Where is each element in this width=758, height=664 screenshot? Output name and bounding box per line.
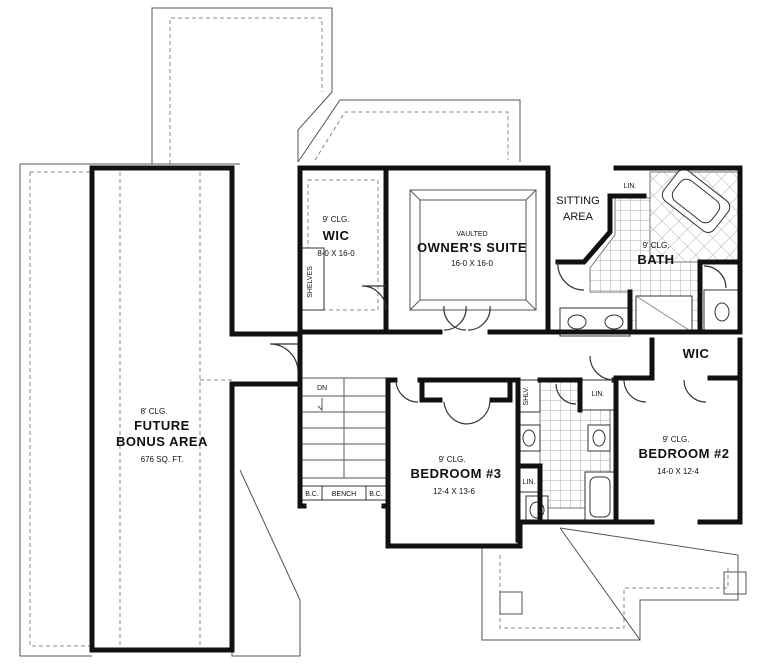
doors <box>269 261 727 425</box>
bath2-lin-label: LIN. <box>523 479 536 486</box>
bath-name: BATH <box>637 252 674 267</box>
bedroom3-dims: 12-4 X 13-6 <box>433 487 475 496</box>
wic-owner-ceiling: 9' CLG. <box>323 215 350 224</box>
bath-ceiling: 9' CLG. <box>643 241 670 250</box>
bedroom2-name: BEDROOM #2 <box>639 446 730 461</box>
wic-owner-dims: 8-0 X 16-0 <box>317 249 355 258</box>
shelv-label: SHLV. <box>523 386 530 405</box>
bench-label: BENCH <box>332 491 357 498</box>
wic-owner-name: WIC <box>323 228 350 243</box>
bonus-line1: FUTURE <box>134 418 190 433</box>
owners-suite-ceiling: VAULTED <box>456 231 487 238</box>
fixtures <box>301 169 741 523</box>
bc-left-label: B.C. <box>305 491 319 498</box>
sitting-area-line1: SITTING <box>556 195 599 207</box>
bonus-line2: BONUS AREA <box>116 434 208 449</box>
stairs <box>301 377 387 479</box>
bedroom2-ceiling: 9' CLG. <box>663 435 690 444</box>
room-labels: 9' CLG. WIC 8-0 X 16-0 SHELVES VAULTED O… <box>116 183 729 498</box>
roof-outlines <box>19 7 747 657</box>
owners-suite-name: OWNER'S SUITE <box>417 240 527 255</box>
bonus-area: 676 SQ. FT. <box>141 455 184 464</box>
bedroom3-ceiling: 9' CLG. <box>439 455 466 464</box>
bath-lin-label: LIN. <box>624 183 637 190</box>
sitting-area-line2: AREA <box>563 211 594 223</box>
shelves-label: SHELVES <box>307 266 314 298</box>
hall-lin-label: LIN. <box>592 391 605 398</box>
bc-right-label: B.C. <box>369 491 383 498</box>
ceiling-lines <box>119 172 537 646</box>
owners-suite-dims: 16-0 X 16-0 <box>451 259 493 268</box>
wic-hall-label: WIC <box>683 346 710 361</box>
bedroom2-dims: 14-0 X 12-4 <box>657 467 699 476</box>
bedroom3-name: BEDROOM #3 <box>411 466 502 481</box>
bonus-ceiling: 8' CLG. <box>141 407 168 416</box>
walls <box>89 165 743 653</box>
stairs-down-label: DN <box>317 385 327 392</box>
